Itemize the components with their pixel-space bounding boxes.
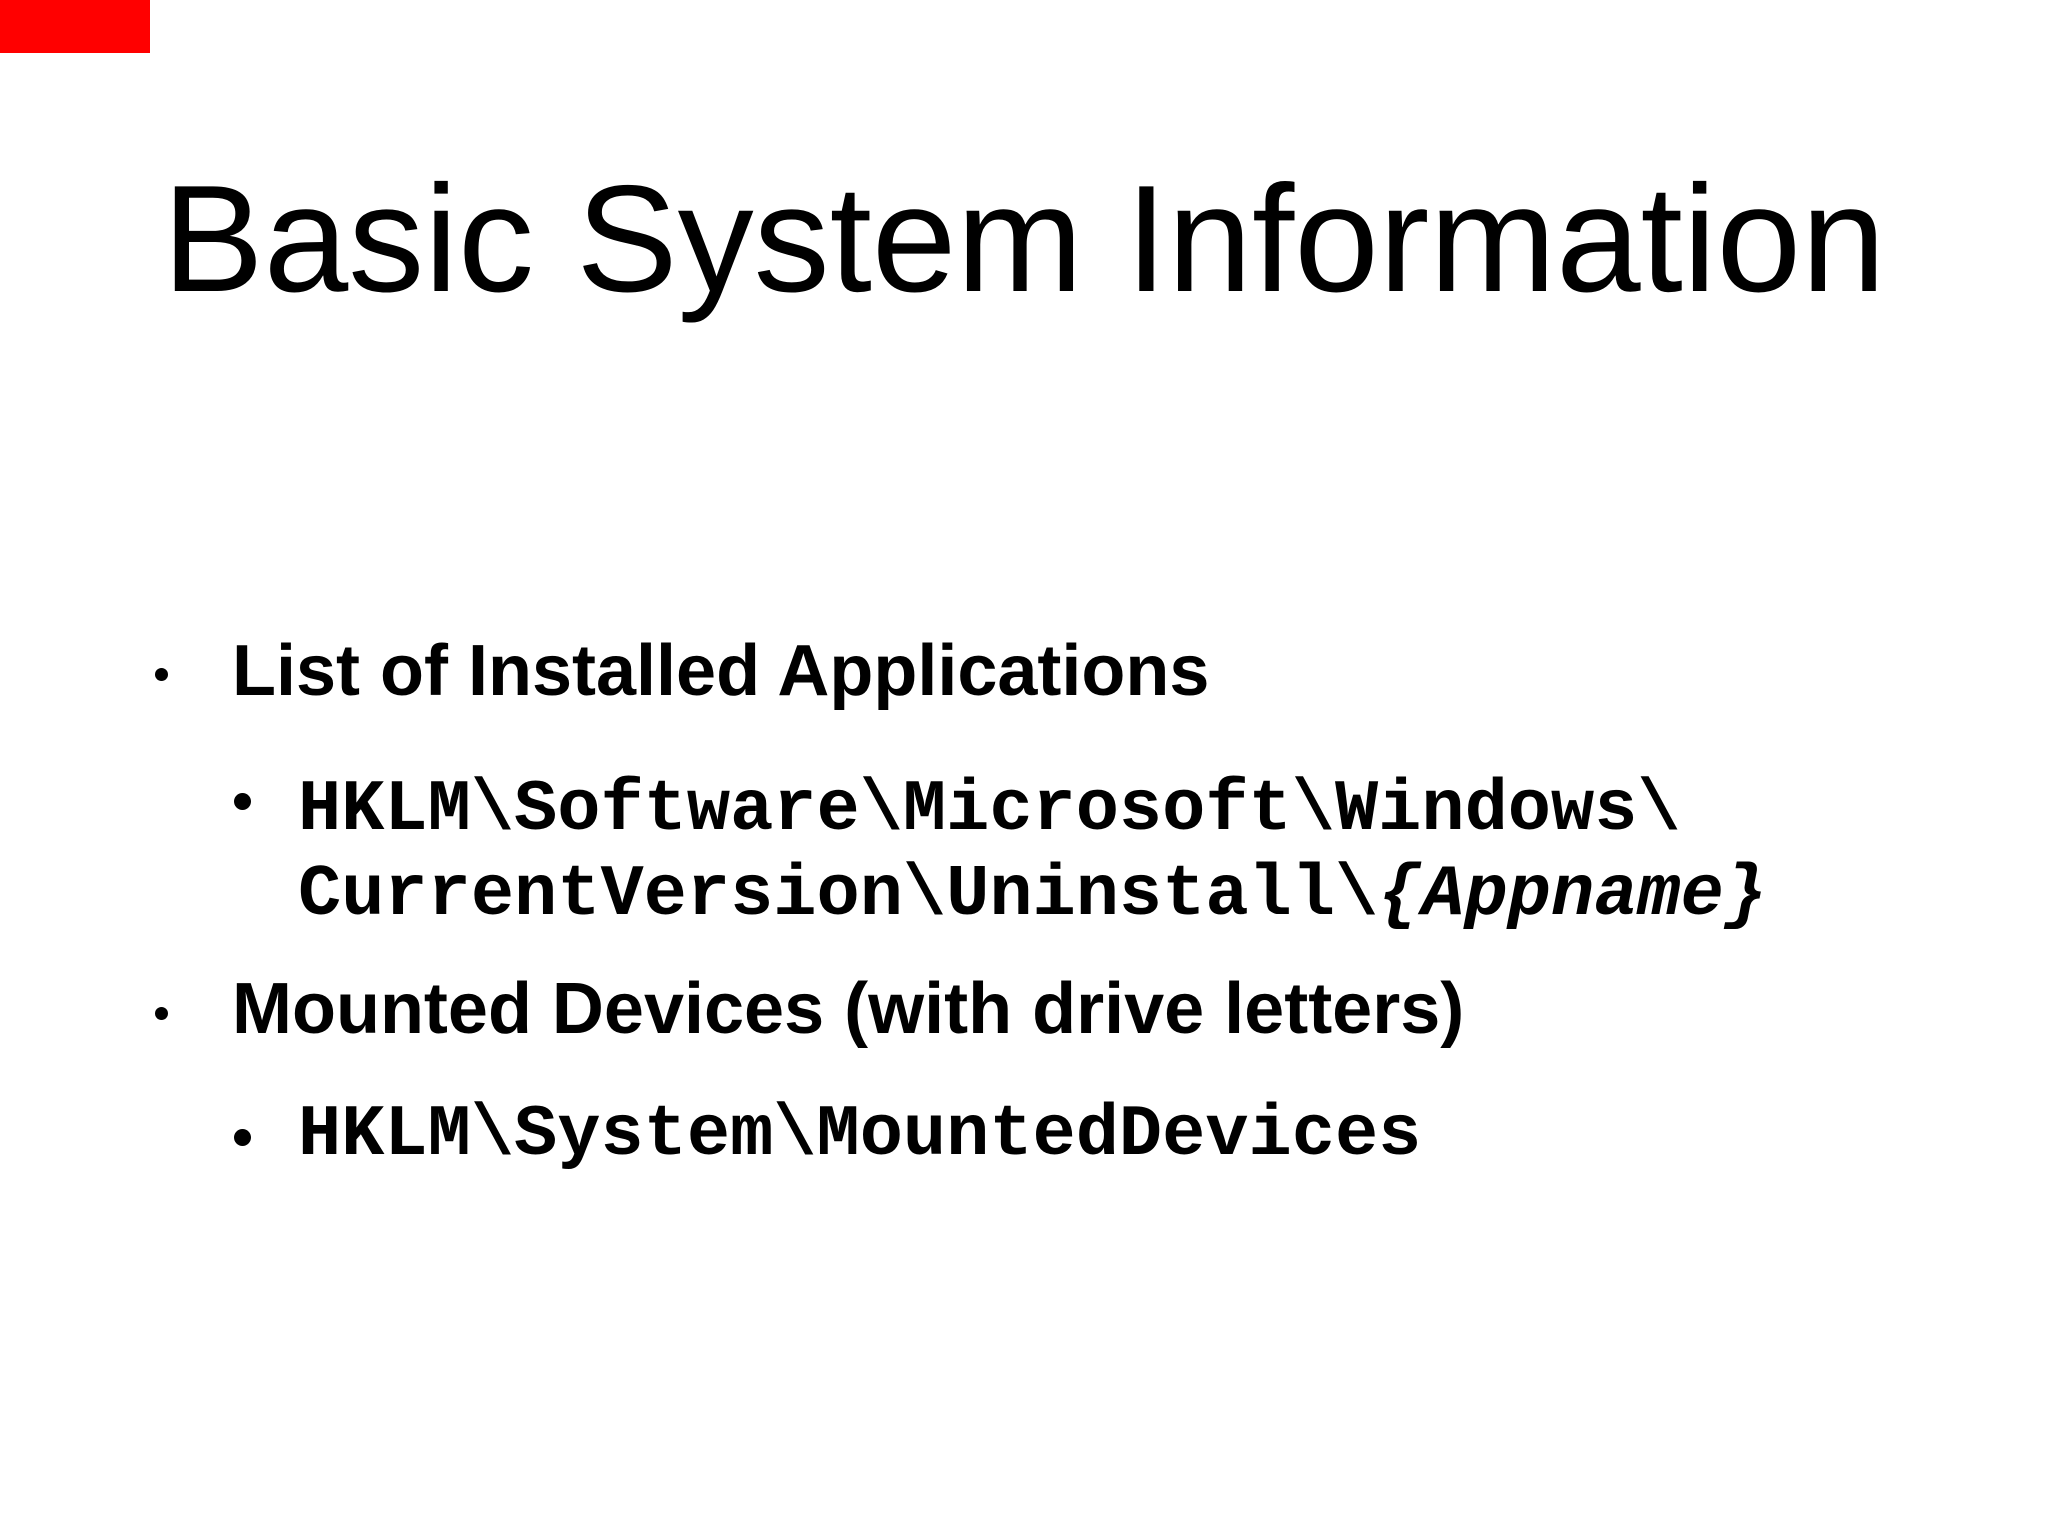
slide-title: Basic System Information (162, 154, 1886, 324)
registry-path-line-2: CurrentVersion\Uninstall\{Appname} (298, 853, 1767, 938)
bullet-item-label: Mounted Devices (with drive letters) (232, 969, 1465, 1049)
registry-path-line-1: HKLM\System\MountedDevices (298, 1094, 1422, 1176)
bullet-dot (155, 668, 168, 681)
bullet-dot (155, 1007, 168, 1020)
registry-path-line-1: HKLM\Software\Microsoft\Windows\ (298, 769, 1681, 851)
registry-path-segment: CurrentVersion\Uninstall\ (298, 854, 1379, 936)
bullet-subitem-uninstall-registry-key: HKLM\Software\Microsoft\Windows\ Current… (234, 768, 1767, 938)
bullet-item-label: List of Installed Applications (232, 631, 1210, 711)
red-marker (0, 0, 150, 53)
registry-path-appname-placeholder: {Appname} (1378, 854, 1768, 936)
bullet-dot (234, 793, 251, 810)
bullet-item-mounted-devices: Mounted Devices (with drive letters) (155, 969, 1465, 1049)
bullet-dot (234, 1129, 251, 1146)
bullet-subitem-mounteddevices-registry-key: HKLM\System\MountedDevices (234, 1093, 1422, 1178)
bullet-item-installed-apps: List of Installed Applications (155, 631, 1210, 711)
